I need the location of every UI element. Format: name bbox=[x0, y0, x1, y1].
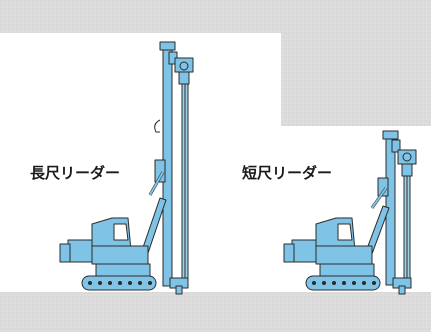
ground-band bbox=[0, 292, 431, 332]
top-gray-band bbox=[0, 0, 431, 33]
right-gray-block bbox=[281, 33, 431, 126]
short-leader-label: 短尺リーダー bbox=[242, 164, 332, 182]
short-leader-machine bbox=[283, 130, 417, 295]
long-leader-machine bbox=[59, 41, 194, 295]
long-leader-label: 長尺リーダー bbox=[30, 164, 120, 182]
